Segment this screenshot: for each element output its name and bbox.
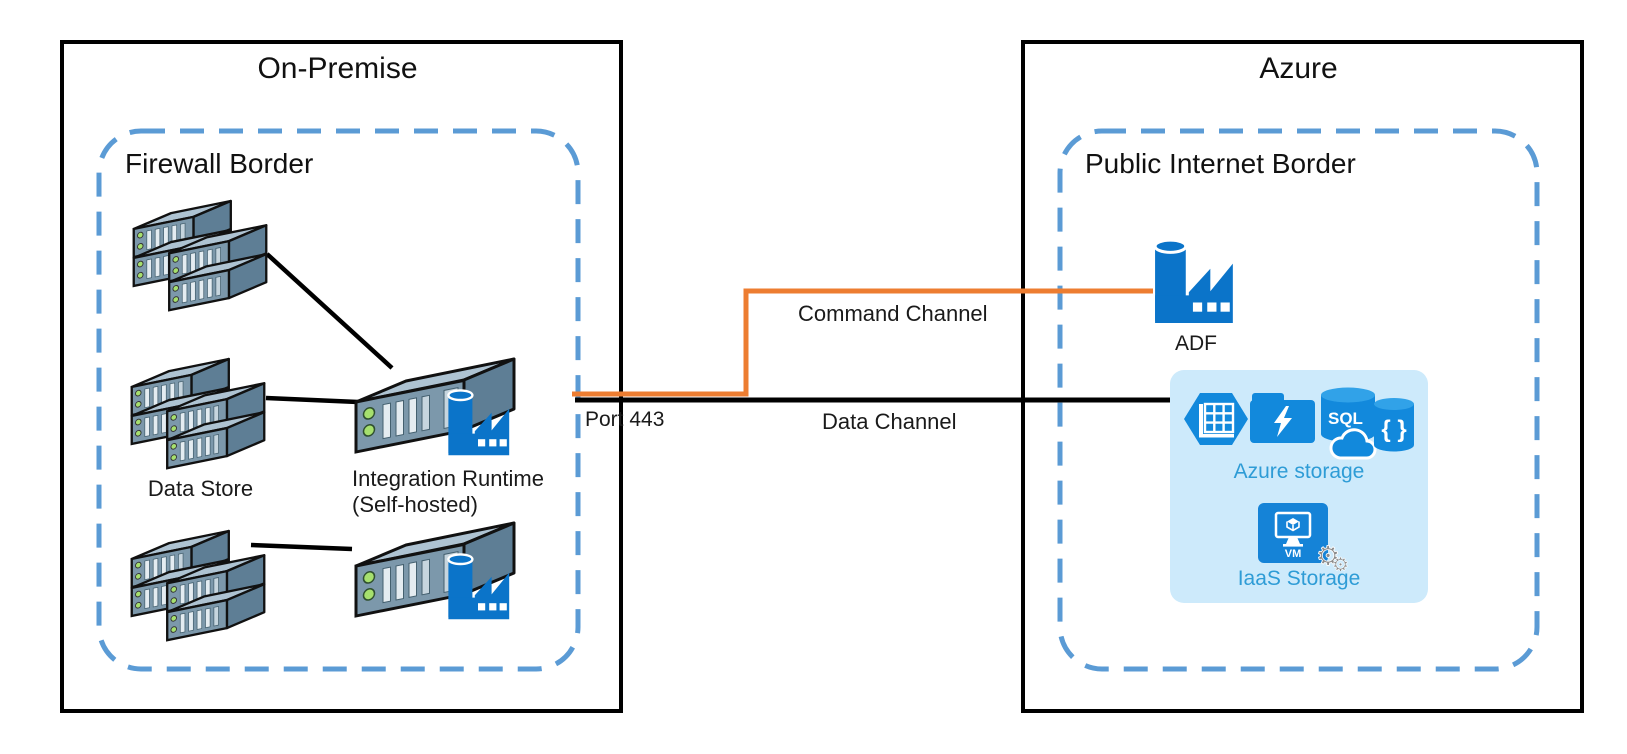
integration-runtime-server-1 bbox=[350, 350, 530, 472]
server-cluster-bottom bbox=[128, 526, 268, 648]
firewall-border-label: Firewall Border bbox=[125, 148, 314, 179]
on-premise-title: On-Premise bbox=[257, 52, 418, 85]
data-channel-label: Data Channel bbox=[822, 409, 957, 434]
svg-text:⚙: ⚙ bbox=[1332, 554, 1349, 571]
table-storage-icon bbox=[1184, 393, 1248, 445]
adf-factory-icon bbox=[1153, 238, 1235, 325]
integration-runtime-label: Integration Runtime (Self-hosted) bbox=[352, 466, 544, 519]
adf-label: ADF bbox=[1175, 332, 1217, 355]
azure-title: Azure bbox=[1259, 52, 1338, 85]
document-db-icon: { } bbox=[1374, 398, 1414, 452]
azure-storage-label: Azure storage bbox=[1233, 460, 1365, 483]
sql-database-icon: SQL bbox=[1321, 387, 1377, 460]
public-internet-border-label: Public Internet Border bbox=[1085, 148, 1356, 179]
server-cluster-middle bbox=[128, 354, 268, 476]
data-store-label: Data Store bbox=[147, 476, 254, 501]
svg-text:⚙: ⚙ bbox=[1316, 541, 1340, 571]
vm-icon: VM ⚙ ⚙ bbox=[1258, 503, 1350, 571]
gears-icon: ⚙ ⚙ bbox=[1316, 541, 1350, 571]
vm-badge: VM bbox=[1285, 548, 1302, 560]
iaas-storage-label: IaaS Storage bbox=[1237, 567, 1361, 590]
integration-runtime-label-line2: (Self-hosted) bbox=[352, 492, 478, 518]
sql-badge: SQL bbox=[1328, 409, 1363, 428]
server-cluster-top bbox=[130, 196, 270, 318]
blob-folder-icon bbox=[1250, 393, 1315, 443]
command-channel-label: Command Channel bbox=[798, 301, 988, 326]
azure-storage-panel: SQL { } Azure storage VM ⚙ ⚙ IaaS Storag… bbox=[1170, 370, 1428, 603]
braces-badge: { } bbox=[1381, 416, 1406, 443]
port-443-label: Port 443 bbox=[585, 408, 665, 431]
integration-runtime-label-line1: Integration Runtime bbox=[352, 466, 544, 491]
integration-runtime-server-2 bbox=[350, 514, 530, 636]
